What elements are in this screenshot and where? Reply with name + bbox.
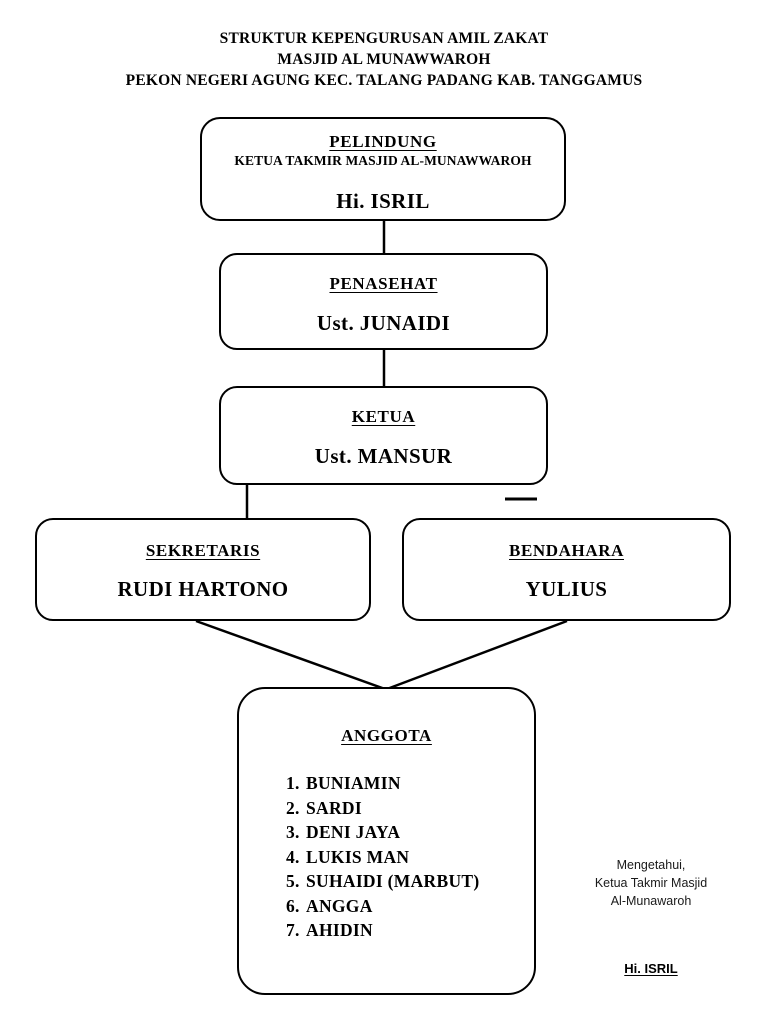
node-bendahara-role: BENDAHARA [509,541,624,560]
anggota-member-name: LUKIS MAN [306,846,410,867]
node-anggota-role: ANGGOTA [341,726,432,745]
page-title: STRUKTUR KEPENGURUSAN AMIL ZAKAT MASJID … [0,28,768,91]
signature-name: Hi. ISRIL [624,961,678,976]
node-penasehat[interactable]: PENASEHAT Ust. JUNAIDI [219,253,548,350]
anggota-member-index: 2. [286,797,300,818]
node-penasehat-role: PENASEHAT [329,274,438,293]
anggota-member-item: 7. AHIDIN [286,918,534,943]
node-sekretaris-role: SEKRETARIS [145,541,261,560]
node-bendahara-person: YULIUS [525,577,608,601]
anggota-member-name: ANGGA [306,895,373,916]
node-penasehat-person: Ust. JUNAIDI [316,311,451,335]
signature-line-3: Al-Munawaroh [610,894,692,908]
signature-line-1: Mengetahui, [616,858,686,872]
anggota-member-name: BUNIAMIN [306,773,401,793]
anggota-member-name: SARDI [306,797,362,818]
node-pelindung-role: PELINDUNG [329,132,437,151]
anggota-member-index: 3. [286,822,300,842]
anggota-member-item: 3. DENI JAYA [286,820,534,845]
anggota-member-index: 4. [286,846,300,867]
signature-line-2: Ketua Takmir Masjid [594,876,708,890]
connector-bendahara-anggota [386,619,568,691]
anggota-member-item: 6. ANGGA [286,894,534,919]
node-pelindung[interactable]: PELINDUNG KETUA TAKMIR MASJID AL-MUNAWWA… [200,117,566,221]
anggota-member-name: SUHAIDI (MARBUT) [306,871,480,891]
anggota-member-item: 1. BUNIAMIN [286,771,534,796]
node-anggota[interactable]: ANGGOTA 1. BUNIAMIN 2. SARDI 3. DENI JAYA 4. LU… [237,687,536,995]
signature-block: Mengetahui, Ketua Takmir Masjid Al-Munaw… [556,856,746,976]
anggota-member-item: 4. LUKIS MAN [286,845,534,870]
node-sekretaris[interactable]: SEKRETARIS RUDI HARTONO [35,518,371,621]
anggota-member-index: 5. [286,871,300,891]
anggota-member-name: DENI JAYA [306,822,401,842]
title-line-3: PEKON NEGERI AGUNG KEC. TALANG PADANG KA… [125,72,643,89]
anggota-member-item: 5. SUHAIDI (MARBUT) [286,869,534,894]
node-ketua-role: KETUA [351,407,416,426]
anggota-member-index: 7. [286,920,300,940]
node-ketua[interactable]: KETUA Ust. MANSUR [219,386,548,485]
title-line-1: STRUKTUR KEPENGURUSAN AMIL ZAKAT [219,30,549,47]
anggota-member-index: 6. [286,895,300,916]
node-sekretaris-person: RUDI HARTONO [117,577,289,601]
title-line-2: MASJID AL MUNAWWAROH [277,51,491,68]
node-bendahara[interactable]: BENDAHARA YULIUS [402,518,731,621]
anggota-member-item: 2. SARDI [286,796,534,821]
node-ketua-person: Ust. MANSUR [314,444,453,468]
anggota-member-index: 1. [286,773,300,793]
node-pelindung-subrole: KETUA TAKMIR MASJID AL-MUNAWWAROH [234,153,532,168]
anggota-member-name: AHIDIN [306,920,373,940]
connector-sekretaris-anggota [195,619,386,691]
node-pelindung-person: Hi. ISRIL [336,189,430,213]
